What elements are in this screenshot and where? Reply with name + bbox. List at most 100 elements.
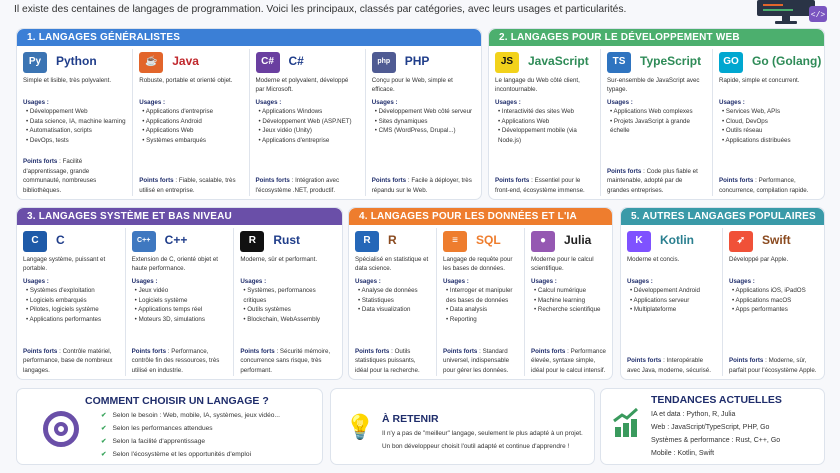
language-header: C# C# [255,50,359,74]
trend-line: Mobile : Kotlin, Swift [651,450,715,457]
usage-item: Développement Web côté serveur [372,107,475,116]
choose-item: ✔ Selon la facilité d'apprentissage [101,435,280,448]
section-header: 4. LANGAGES POUR LES DONNÉES ET L'IA [349,208,612,225]
usage-item: Calcul numérique [531,286,606,295]
language-description: Spécialisé en statistique et data scienc… [355,256,429,273]
strengths-label: Points forts [139,177,174,185]
usage-item: Développement Web (ASP.NET) [256,117,359,126]
usages-label: Usages : [371,99,398,106]
language-description: Moderne et concis. [627,256,680,263]
usages-label: Usages : [131,278,158,285]
usage-item: DevOps, tests [23,136,126,145]
trend-line: Systèmes & performance : Rust, C++, Go [651,437,781,444]
strengths-label: Points forts [627,357,662,365]
check-icon: ✔ [101,451,107,458]
usage-item: Outils systèmes [240,305,336,314]
strengths-text: Essentiel pour le front-end, écosystème … [495,177,585,194]
rust-icon: R [240,230,265,252]
usages-label: Usages : [355,278,381,285]
usage-item: Applications Web complexes [607,107,706,116]
strengths: Points forts : Performance élevée, synta… [531,347,606,374]
language-name: SQL [476,233,501,248]
language-description: Développé par Apple. [729,256,789,263]
swift-icon: ➶ [729,230,753,252]
language-header: ≡SQL [443,229,518,253]
java-icon: ☕ [139,51,164,73]
strengths-label: Points forts [240,347,275,355]
usage-item: Systèmes d'exploitation [23,286,119,295]
language-description: Rapide, simple et concurrent. [719,77,800,84]
language-description: Robuste, portable et orienté objet. [139,77,233,84]
strengths: Points forts : Essentiel pour le front-e… [495,177,585,194]
usages-label: Usages : [729,278,755,285]
strengths: Points forts : Outils statistiques puiss… [355,347,420,374]
usage-item: Applications Web [139,126,242,135]
strengths-text: Fiable, scalable, très utilisé en entrep… [139,177,236,194]
usage-item: Applications temps réel [132,305,228,314]
usage-item: Reporting [443,315,518,324]
choose-title: COMMENT CHOISIR UN LANGAGE ? [85,395,269,407]
usage-item: Applications performantes [23,315,119,324]
usages-label: Usages : [23,278,49,285]
csharp-icon: C# [255,51,280,73]
usage-item: Data analysis [443,305,518,314]
language-name: Python [56,54,97,69]
usages-label: Usages : [627,278,653,285]
strengths-text: Interopérable avec Java, moderne, sécuri… [627,357,711,374]
usage-item: Outils réseau [719,126,818,135]
usage-item: Interactivité des sites Web [495,107,594,116]
strengths: Points forts : Facilité d'apprentissage,… [23,158,97,194]
lightbulb-icon: 💡 [345,414,375,441]
usage-item: Applications Windows [256,107,359,116]
language-name: C# [288,54,304,69]
c-icon: C [23,230,47,252]
language-name: JavaScript [528,54,589,69]
javascript-icon: JS [495,51,519,73]
usage-item: Applications iOS, iPadOS [729,286,818,295]
strengths-text: Moderne, sûr, parfait pour l'écosystème … [729,357,817,374]
language-description: Moderne et polyvalent, développé par Mic… [255,77,349,94]
strengths: Points forts : Interopérable avec Java, … [627,357,711,374]
usage-item: Jeux vidéo [132,286,228,295]
usage-item: Recherche scientifique [531,305,606,314]
target-icon [43,411,79,447]
language-name: Rust [273,233,301,248]
strengths-label: Points forts [729,357,764,365]
language-name: Julia [564,233,592,248]
strengths: Points forts : Moderne, sûr, parfait pou… [729,357,817,374]
strengths-label: Points forts [443,347,478,355]
usage-item: Interroger et manipuler des bases de don… [443,286,518,305]
php-icon: php [371,51,396,73]
usage-item: Jeux vidéo (Unity) [256,126,359,135]
usage-item: Automatisation, scripts [23,126,126,135]
usage-item: Logiciels système [132,296,228,305]
usage-item: Services Web, APIs [719,107,818,116]
check-icon: ✔ [101,425,107,432]
usages-label: Usages : [719,99,745,106]
remember-title: À RETENIR [382,413,439,425]
choose-item-text: Selon la facilité d'apprentissage [112,438,206,445]
language-name: C++ [164,233,188,248]
language-description: Extension de C, orienté objet et haute p… [131,256,219,273]
language-header: ☕Java [139,50,242,74]
check-icon: ✔ [101,438,107,445]
usage-item: Statistiques [355,296,430,305]
choose-item: ✔Selon le besoin : Web, mobile, IA, syst… [101,409,280,422]
usages-label: Usages : [23,99,49,106]
usage-item: CMS (WordPress, Drupal...) [372,126,475,135]
r-icon: R [355,230,379,252]
strengths: Points forts : Fiable, scalable, très ut… [139,177,236,194]
go-icon: GO [719,51,743,73]
